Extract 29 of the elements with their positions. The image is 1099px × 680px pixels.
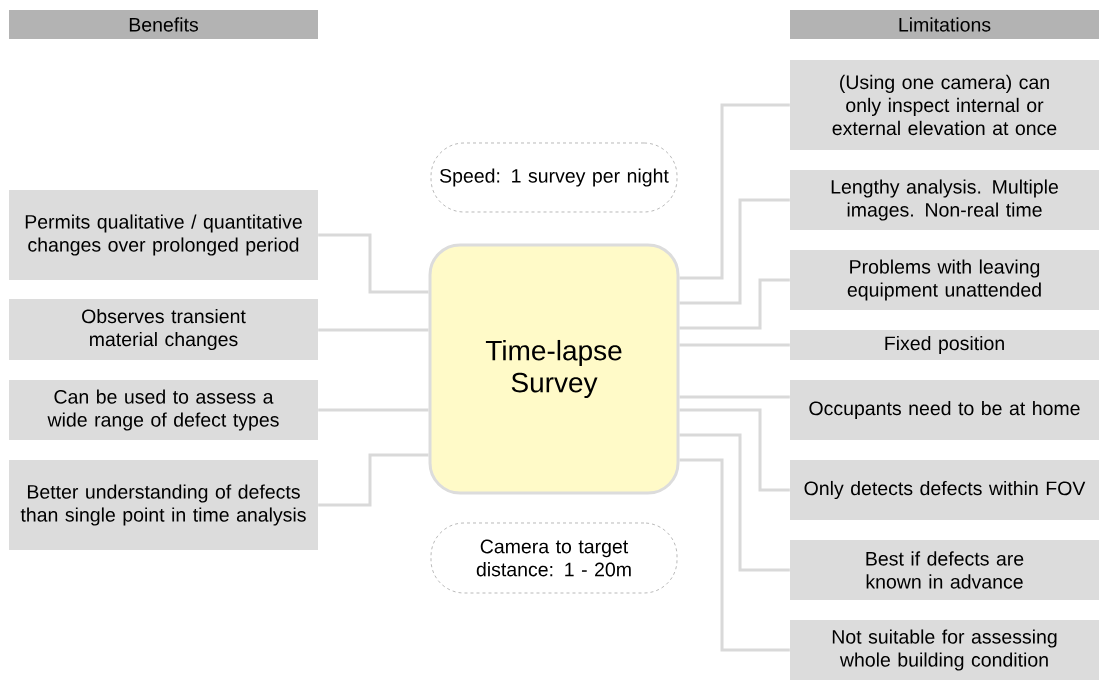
item-box: Better understanding of defects than single point in time analysis [9,460,318,550]
header-band: Limitations [790,10,1099,39]
connector-line [679,343,790,347]
item-box: Not suitable for assessing whole building condition [790,620,1099,680]
note-box: Camera to target distance: 1 - 20m [430,522,678,594]
connector-line [679,408,790,492]
connector-line [318,408,429,412]
connector-line [679,458,790,652]
connector-line [318,328,429,332]
item-box: Observes transient material changes [9,299,318,360]
item-box: Problems with leaving equipment unattended [790,250,1099,310]
topic-box: Time-lapse Survey [428,243,680,495]
item-box: Only detects defects within FOV [790,460,1099,520]
connector-line [318,453,429,507]
connector-line [679,433,790,572]
connector-line [679,103,790,280]
item-box: Lengthy analysis. Multiple images. Non-real time [790,170,1099,230]
connector-line [318,233,429,294]
connector-line [679,278,790,330]
item-box: Best if defects are known in advance [790,540,1099,600]
item-box: Fixed position [790,330,1099,360]
connector-line [679,198,790,305]
item-box: Permits qualitative / quantitative changes over prolonged period [9,190,318,280]
header-band: Benefits [9,10,318,39]
note-box: Speed: 1 survey per night [430,142,678,213]
item-box: (Using one camera) can only inspect internal or external elevation at once [790,60,1099,150]
connector-line [679,395,790,399]
item-box: Can be used to assess a wide range of defect types [9,380,318,440]
item-box: Occupants need to be at home [790,380,1099,440]
